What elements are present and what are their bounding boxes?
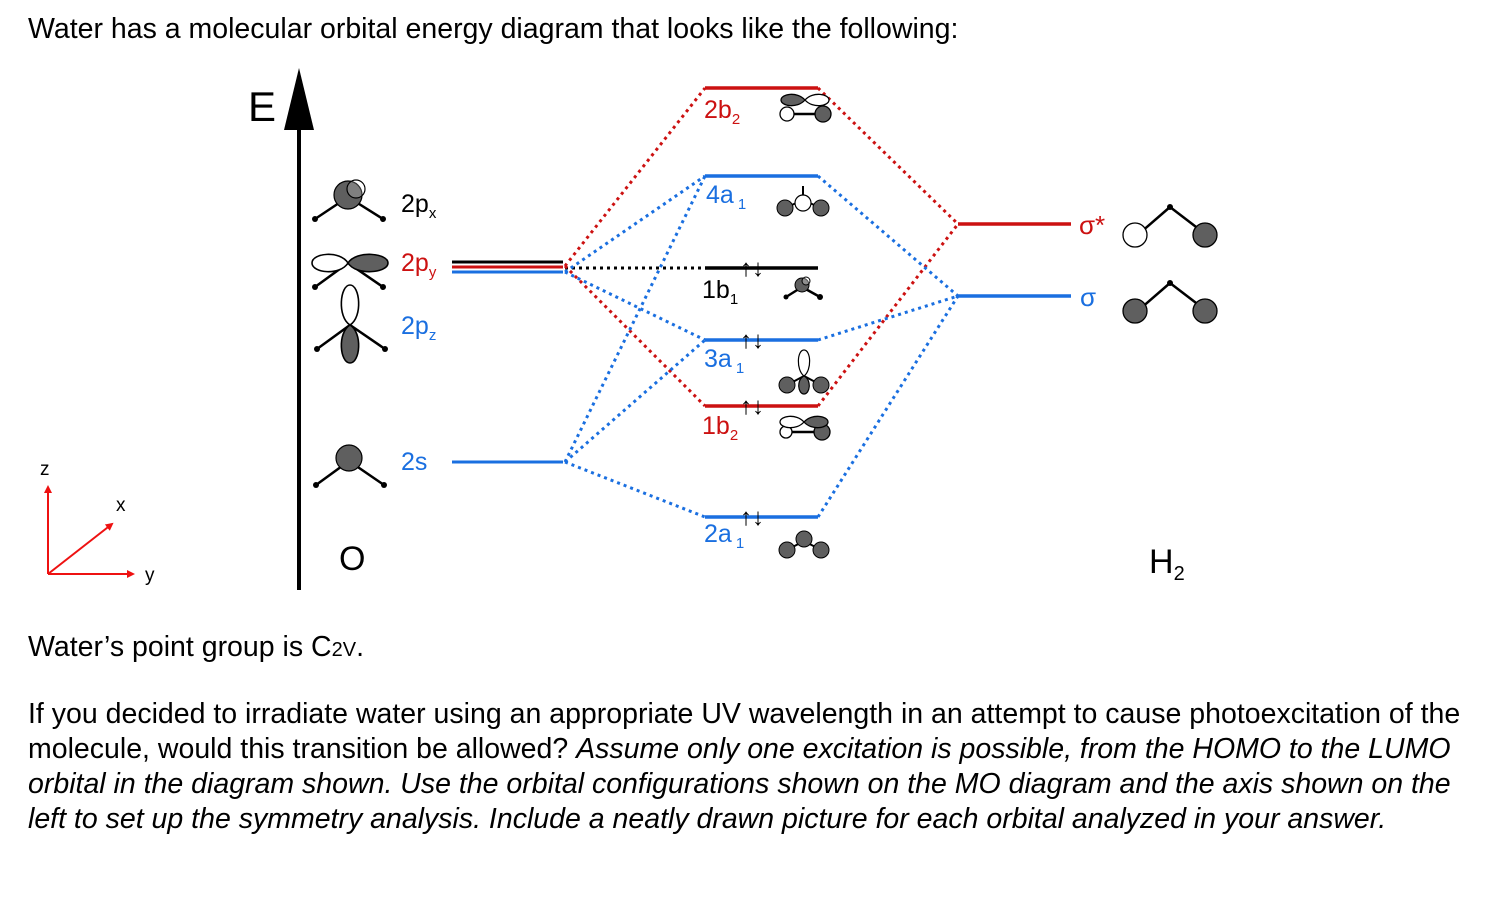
electrons-1b1: ↑↓: [740, 255, 764, 282]
mo-label-2b2: 2b2: [704, 96, 740, 128]
h2-sigma-star-label: σ*: [1079, 210, 1105, 240]
point-group-text: Water’s point group is C2V.: [28, 631, 364, 663]
mo-orbital-pictures: [776, 93, 832, 559]
electrons-2a1: ↑↓: [740, 504, 764, 531]
question-italic: Assume only one excitation is possible, …: [28, 733, 1451, 835]
electrons-1b2: ↑↓: [740, 393, 764, 420]
mo-levels: [705, 86, 818, 519]
oxygen-atom-label: O: [339, 540, 365, 578]
mo-label-1b2: 1b2: [702, 412, 738, 444]
o-2pz-orbital-picture: [314, 284, 388, 364]
o-2s-orbital-picture: [313, 444, 387, 488]
y-axis-label: y: [145, 565, 155, 586]
oxygen-orbital-pictures: [311, 179, 389, 488]
question-plain: If you decided to irradiate water using …: [28, 698, 1461, 765]
o-2px-orbital-picture: [312, 179, 386, 222]
o-orbital-label-2pz: 2pz: [401, 312, 436, 344]
o-2py-orbital-picture: [311, 253, 389, 290]
mo-2b2-orbital-picture: [779, 93, 832, 123]
mo-label-1b1: 1b1: [702, 276, 738, 308]
mo-1b2-orbital-picture: [779, 415, 831, 441]
o-orbital-label-2py: 2py: [401, 249, 437, 281]
o-orbital-label-2px: 2px: [401, 190, 437, 222]
correlation-lines: [563, 86, 960, 519]
o-orbital-label-2s: 2s: [401, 448, 427, 476]
oxygen-orbital-labels: 2px 2py 2pz 2s: [401, 190, 437, 476]
x-axis-label: x: [116, 495, 126, 516]
mo-3a1-orbital-picture: [778, 349, 830, 395]
mo-energy-diagram: z x y E 2px 2py 2pz 2s O: [40, 68, 1218, 590]
x-axis-arrow: [47, 522, 114, 575]
coordinate-axes: z x y: [40, 459, 155, 586]
electron-pairs: ↑↓ ↑↓ ↑↓ ↑↓: [740, 255, 764, 531]
oxygen-levels: [452, 260, 563, 464]
energy-axis-label: E: [248, 83, 276, 130]
z-axis-label: z: [40, 459, 50, 480]
energy-axis: E: [248, 68, 314, 590]
h2-fragment-label: H2: [1149, 543, 1185, 585]
mo-1b1-orbital-picture: [783, 276, 823, 300]
h2-orbital-pictures: [1122, 204, 1218, 324]
h2-sigma-star-orbital-picture: [1122, 204, 1218, 248]
h2-sigma-label: σ: [1080, 282, 1096, 312]
mo-4a1-orbital-picture: [776, 186, 830, 217]
h2-levels: σ* σ: [958, 210, 1105, 312]
question-text: If you decided to irradiate water using …: [28, 697, 1468, 837]
energy-arrow-head: [284, 68, 314, 130]
h2-sigma-orbital-picture: [1122, 280, 1218, 324]
intro-text: Water has a molecular orbital energy dia…: [28, 13, 959, 45]
mo-2a1-orbital-picture: [778, 530, 830, 559]
electrons-3a1: ↑↓: [740, 327, 764, 354]
